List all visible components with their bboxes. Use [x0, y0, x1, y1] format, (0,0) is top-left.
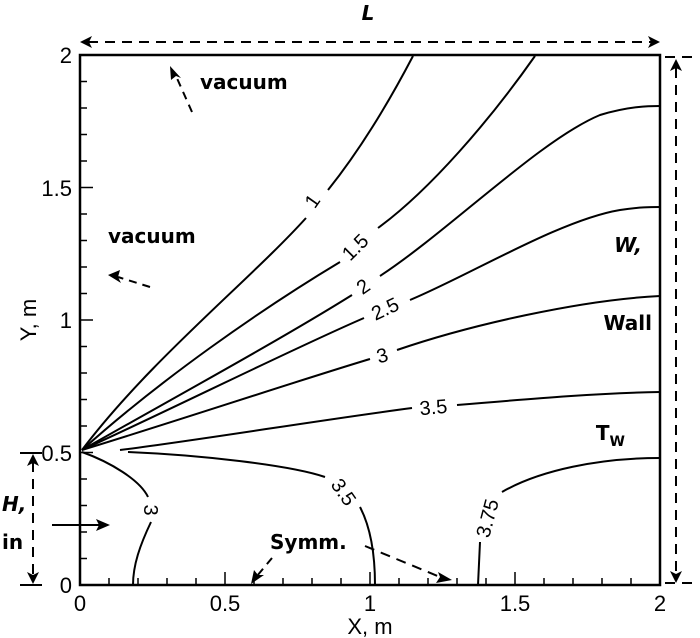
arrow-right-icon — [648, 36, 660, 48]
y-tick-0.5: 0.5 — [41, 441, 72, 466]
y-axis-title: Y, m — [16, 299, 41, 341]
label-wall-W: W, — [614, 233, 642, 257]
inflow-arrow — [52, 519, 110, 531]
inlet-dimension-arrow — [20, 452, 42, 586]
contour-label-2: 2 — [353, 275, 375, 299]
contour-label-3.75: 3.75 — [473, 497, 504, 540]
plot-frame — [78, 53, 662, 587]
contour-3-upper — [81, 295, 661, 451]
y-axis-ticks — [80, 80, 93, 586]
arrow-icon — [108, 270, 121, 283]
contour-3.5-upper — [119, 391, 661, 451]
label-wall: Wall — [603, 311, 652, 335]
x-tick-2: 2 — [654, 591, 666, 616]
contour-label-3.5-upper: 3.5 — [419, 396, 449, 420]
contour-3-lower — [81, 451, 152, 586]
contour-2 — [81, 105, 661, 451]
length-dimension-arrow — [80, 36, 660, 48]
label-vacuum-top: vacuum — [200, 70, 288, 94]
arrow-icon — [436, 572, 452, 583]
arrow-down-icon — [670, 571, 682, 583]
wall-dimension-arrow — [665, 56, 695, 584]
arrow-icon — [251, 570, 264, 584]
contour-label-3.5-lower: 3.5 — [326, 475, 360, 510]
contour-1.5 — [81, 55, 536, 451]
label-vacuum-left: vacuum — [108, 224, 196, 248]
label-inlet-in: in — [2, 530, 23, 554]
contour-3.5-lower — [127, 451, 376, 586]
y-tick-0: 0 — [60, 573, 72, 598]
y-tick-1: 1 — [60, 308, 72, 333]
arrow-right-icon — [96, 519, 110, 531]
label-symmetry: Symm. — [270, 530, 347, 554]
contour-label-1.5: 1.5 — [338, 230, 373, 265]
arrow-up-icon — [27, 454, 39, 466]
label-wall-T: TW — [596, 421, 625, 450]
contour-label-3-upper: 3 — [374, 344, 390, 368]
vacuum-top-arrow — [170, 66, 193, 113]
contour-1 — [81, 55, 414, 451]
x-axis-ticks — [108, 572, 632, 585]
label-L: L — [362, 1, 375, 25]
label-inlet-H: H, — [2, 492, 26, 516]
x-tick-0: 0 — [74, 591, 86, 616]
x-axis-title: X, m — [347, 614, 392, 638]
contour-label-1: 1 — [301, 191, 325, 213]
x-tick-0.5: 0.5 — [210, 591, 241, 616]
contour-2.5 — [81, 206, 661, 451]
y-tick-1.5: 1.5 — [41, 176, 72, 201]
y-tick-2: 2 — [60, 43, 72, 68]
x-tick-1: 1 — [364, 591, 376, 616]
contour-label-2.5: 2.5 — [368, 294, 403, 326]
contour-lines — [81, 55, 661, 586]
arrow-left-icon — [80, 36, 92, 48]
contour-label-3-lower: 3 — [139, 504, 161, 515]
x-tick-1.5: 1.5 — [500, 591, 531, 616]
symmetry-arrows — [251, 545, 452, 584]
contour-3.75 — [477, 457, 661, 586]
arrow-up-icon — [670, 59, 682, 71]
arrow-down-icon — [27, 572, 39, 584]
arrow-icon — [170, 66, 181, 80]
vacuum-left-arrow — [108, 270, 151, 288]
